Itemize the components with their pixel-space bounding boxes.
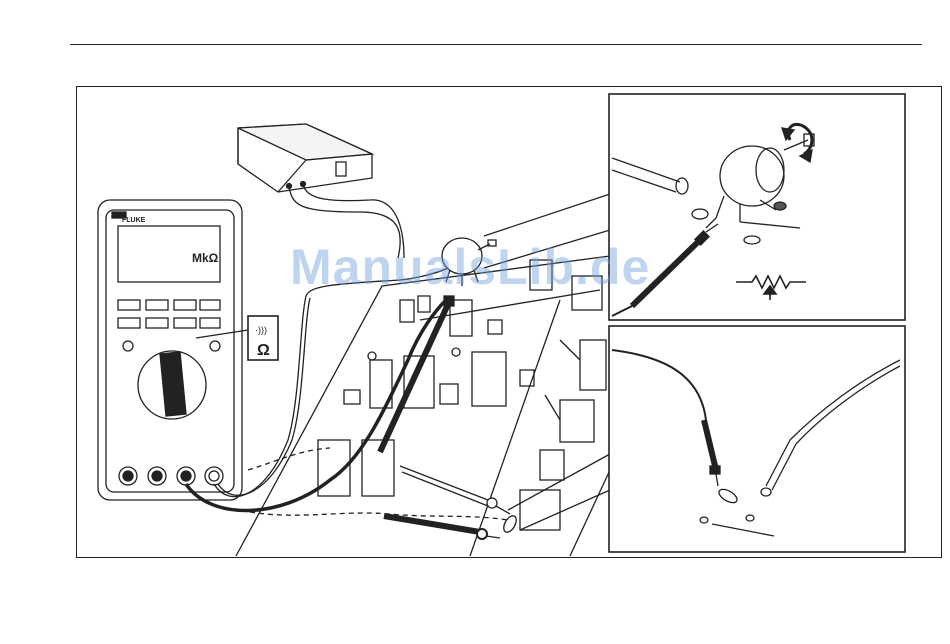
meter-display-units: MkΩ: [192, 251, 219, 265]
meter-brand: FLUKE: [122, 217, 146, 224]
multimeter: [98, 200, 242, 500]
ohm-symbol: Ω: [257, 342, 270, 359]
power-supply: [238, 124, 372, 192]
watermark: ManualsLib.de: [290, 238, 650, 296]
continuity-symbol: ·))): [255, 325, 267, 335]
circuit-board: [236, 256, 610, 556]
